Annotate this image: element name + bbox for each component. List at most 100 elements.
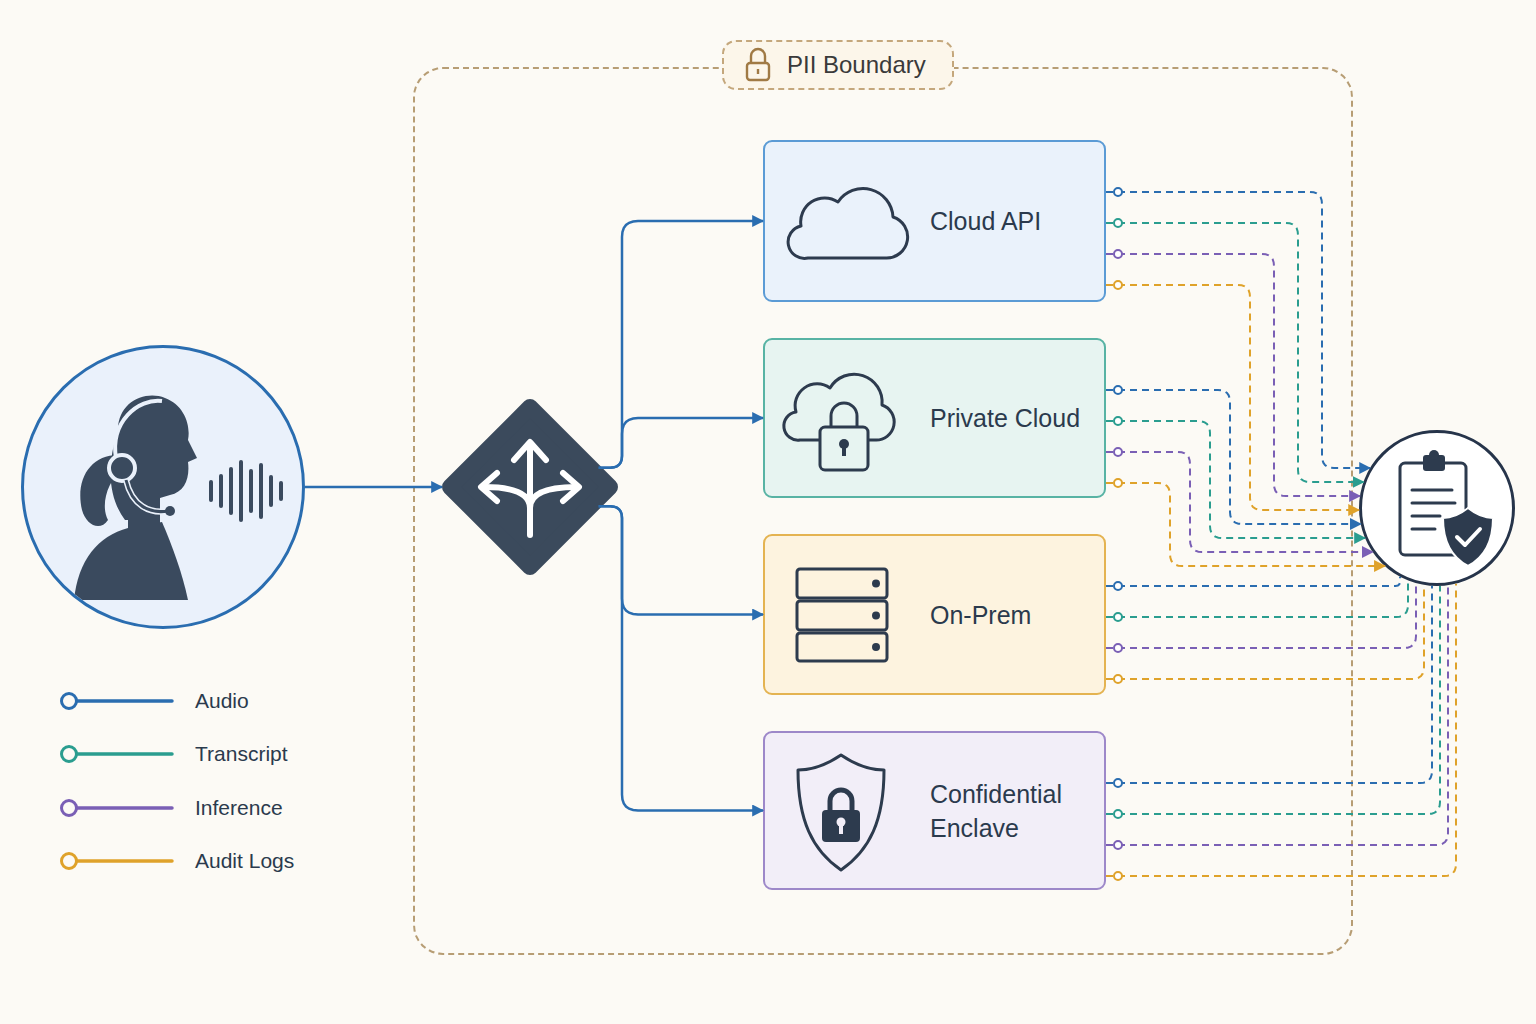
diamond-shape <box>442 399 618 575</box>
port-dot <box>1114 417 1122 425</box>
lock-keyhole <box>839 824 843 834</box>
data-flow-line <box>1106 583 1416 648</box>
data-flow-line <box>1106 390 1361 524</box>
legend-item: Audio <box>55 674 294 728</box>
arrow-stem <box>527 445 533 535</box>
mic-boom <box>126 480 168 512</box>
audit-clipboard-icon <box>1400 450 1493 566</box>
port-dot <box>1114 810 1122 818</box>
legend-label: Inference <box>195 796 283 820</box>
port-dot <box>1114 841 1122 849</box>
legend-label: Audio <box>195 689 249 713</box>
lock-body <box>822 810 860 842</box>
legend-line-sample <box>55 691 175 711</box>
legend-item: Transcript <box>55 728 294 782</box>
legend-dot <box>62 800 77 815</box>
port-dot <box>1114 872 1122 880</box>
split-arrows-icon <box>481 442 579 535</box>
data-flow-line <box>1106 223 1363 482</box>
clipboard-clip <box>1429 450 1439 460</box>
lock-shackle <box>831 403 857 428</box>
data-flow-line <box>1106 585 1448 845</box>
check-mark <box>1457 529 1480 545</box>
legend-label: Audit Logs <box>195 849 294 873</box>
server-light <box>874 581 879 586</box>
wave-bar <box>249 471 253 511</box>
clipboard-line <box>1412 489 1452 492</box>
lock-keyhole <box>839 439 849 449</box>
router-diamond <box>442 399 618 575</box>
clipboard-line <box>1412 502 1455 505</box>
port-dot <box>1114 479 1122 487</box>
lock-keyhole <box>842 446 846 456</box>
data-flow-line <box>1106 254 1360 496</box>
wave-bar <box>269 477 273 505</box>
boundary-label: PII Boundary <box>722 40 954 90</box>
server-light <box>874 645 879 650</box>
data-flow-line <box>1106 577 1400 586</box>
legend-line <box>77 699 172 703</box>
port-dot <box>1114 219 1122 227</box>
port-dot <box>1114 281 1122 289</box>
data-flow-line <box>1106 421 1365 538</box>
agent-neck <box>128 498 160 530</box>
legend-dot <box>62 693 77 708</box>
check-shield <box>1443 508 1493 566</box>
deployment-box: Private Cloud <box>763 338 1106 498</box>
arrow-stem <box>530 487 576 508</box>
arrow-stem <box>484 487 530 508</box>
legend-line <box>77 806 172 810</box>
node-label: Confidential Enclave <box>930 777 1100 845</box>
legend-line <box>77 860 172 864</box>
lock-body <box>820 427 868 470</box>
node-label: On-Prem <box>930 598 1031 632</box>
data-flow-line <box>1106 452 1373 552</box>
audio-route-line <box>599 506 763 810</box>
clipboard-line <box>1412 528 1435 531</box>
headset-band <box>115 401 162 458</box>
pii-boundary: PII BoundaryCloud APIPrivate CloudOn-Pre… <box>413 67 1353 955</box>
clipboard-board <box>1400 463 1466 555</box>
port-dot <box>1114 613 1122 621</box>
shield-lock-icon <box>798 755 884 870</box>
private-cloud-icon <box>784 374 894 470</box>
mic-boom-outline <box>126 480 168 512</box>
data-flow-line <box>1106 192 1370 468</box>
wave-bar <box>219 476 223 506</box>
legend-item: Inference <box>55 781 294 835</box>
server-unit <box>797 601 887 630</box>
wave-bar <box>279 483 283 499</box>
server-light <box>874 613 879 618</box>
arrow-head <box>514 442 546 460</box>
data-flow-line <box>1106 586 1432 783</box>
deployment-box: Confidential Enclave <box>763 731 1106 890</box>
data-flow-line <box>1106 483 1385 566</box>
clipboard-lines <box>1412 490 1455 529</box>
diamond-outline <box>450 407 610 567</box>
wave-bar <box>259 465 263 517</box>
port-dot <box>1114 582 1122 590</box>
port-dot <box>1114 188 1122 196</box>
arrow-head <box>481 473 497 501</box>
legend-label: Transcript <box>195 742 288 766</box>
legend-line-sample <box>55 851 175 871</box>
cloud-outline <box>784 374 894 440</box>
shield-outline <box>798 755 884 870</box>
wave-bar <box>239 462 243 520</box>
port-dot <box>1114 779 1122 787</box>
audio-route-line <box>599 418 763 468</box>
deployment-box: Cloud API <box>763 140 1106 302</box>
node-label: Cloud API <box>930 204 1041 238</box>
server-icon <box>797 569 887 661</box>
cloud-icon <box>788 189 908 259</box>
port-dot <box>1114 250 1122 258</box>
node-label: Private Cloud <box>930 401 1080 435</box>
deployment-box: On-Prem <box>763 534 1106 695</box>
wave-bar <box>229 469 233 513</box>
clipboard-line <box>1412 515 1440 518</box>
lock-keyhole <box>757 69 759 74</box>
data-flow-line <box>1106 584 1456 876</box>
legend-line <box>77 753 172 757</box>
lock-body <box>747 63 769 80</box>
